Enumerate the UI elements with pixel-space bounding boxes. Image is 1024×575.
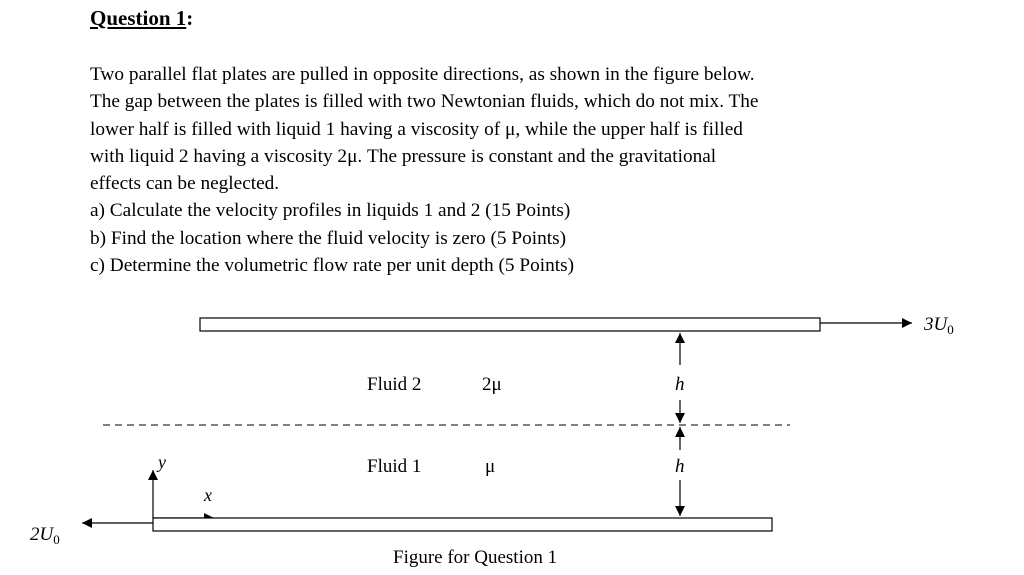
question-heading: Question 1: [90,6,193,31]
top-velocity-symbol: 3U [923,314,949,335]
figure-caption: Figure for Question 1 [393,547,557,568]
body-line-1: Two parallel flat plates are pulled in o… [90,64,755,85]
fluid2-label: Fluid 2 [367,374,421,395]
fluid1-label: Fluid 1 [367,456,421,477]
body-line-2: The gap between the plates is filled wit… [90,91,759,113]
sub-question-a: a) Calculate the velocity profiles in li… [90,200,571,222]
bottom-velocity-subscript: 0 [53,532,60,547]
sub-question-c: c) Determine the volumetric flow rate pe… [90,255,575,277]
top-velocity-label: 3U0 [923,314,954,337]
body-line-4: with liquid 2 having a viscosity 2μ. The… [90,145,717,167]
x-axis-label: x [203,485,212,505]
bottom-plate [152,517,773,532]
question-title: Question 1 [90,6,187,30]
question-title-colon: : [186,6,194,30]
body-line-5: effects can be neglected. [90,173,280,195]
y-axis-label: y [156,452,166,472]
top-velocity-subscript: 0 [947,322,954,337]
sub-question-b: b) Find the location where the fluid vel… [90,227,567,249]
h-lower-label: h [675,456,685,477]
body-line-3: lower half is filled with liquid 1 havin… [90,118,743,140]
fluid1-viscosity: μ [485,456,495,477]
top-plate [199,317,821,332]
bottom-velocity-symbol: 2U [30,524,55,545]
question-body: Two parallel flat plates are pulled in o… [90,61,920,279]
bottom-velocity-label: 2U0 [30,524,60,547]
h-upper-label: h [675,374,685,395]
fluid2-viscosity: 2μ [482,374,502,395]
